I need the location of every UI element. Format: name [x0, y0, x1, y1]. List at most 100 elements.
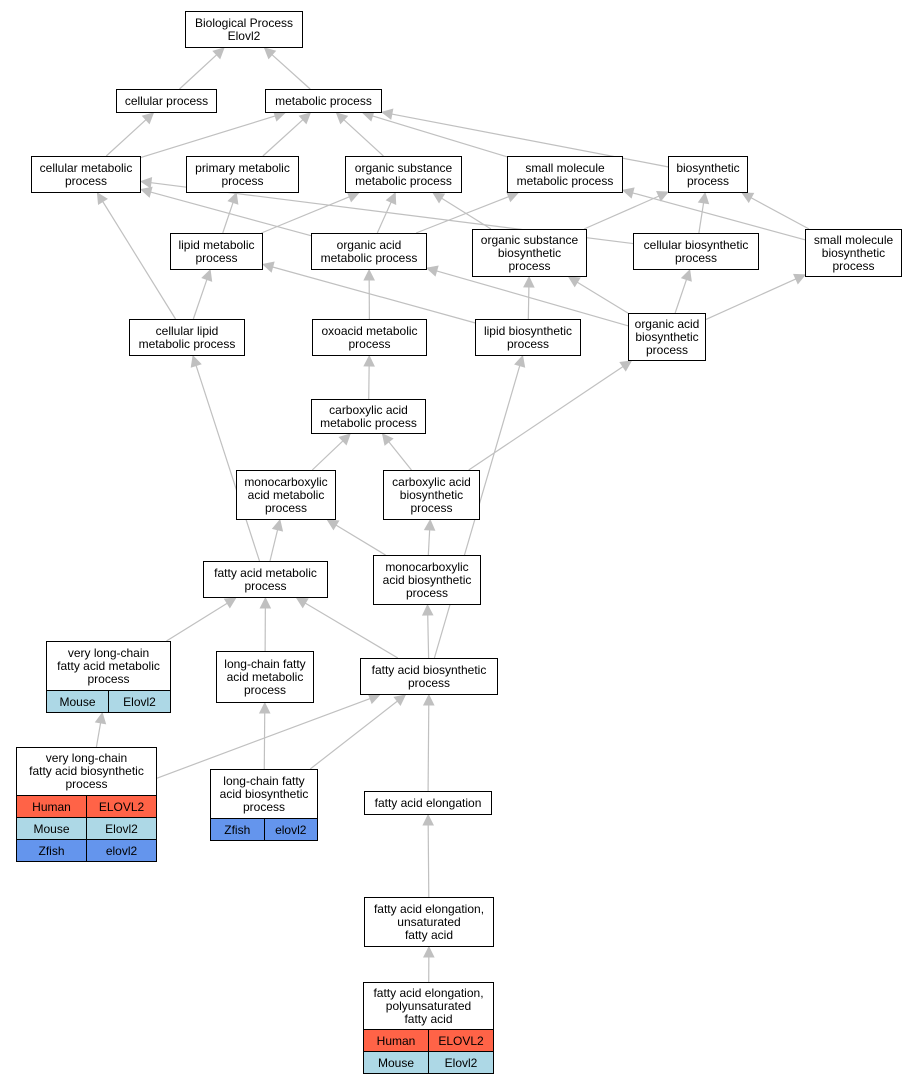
edge-cp-to-bp [179, 54, 218, 90]
node-label: organic acid metabolic process [320, 237, 418, 265]
arrowhead-fabp-to-lbp [514, 354, 526, 368]
node-cellular-process[interactable]: cellular process [116, 89, 217, 113]
edge-smbp-to-bio [750, 197, 810, 230]
node-label: organic substance metabolic process [354, 160, 453, 188]
node-biological-process[interactable]: Biological Process Elovl2 [185, 11, 303, 48]
edge-lmp-to-osmp [261, 196, 350, 234]
node-oxoacid-metabolic-process[interactable]: oxoacid metabolic process [312, 319, 427, 356]
gene-row-human: Human ELOVL2 [17, 795, 156, 817]
arrowhead-bio-to-mp [380, 108, 394, 120]
arrowhead-lbp-to-lmp [261, 261, 275, 273]
edge-mcbp-to-mcmp [335, 524, 386, 556]
gene-row-mouse: Mouse Elovl2 [364, 1051, 493, 1073]
node-label: biosynthetic process [676, 160, 740, 188]
arrowhead-pmp-to-mp [298, 112, 312, 125]
edge-osbp-to-osmp [441, 197, 492, 230]
edge-cabp-to-oabp [468, 366, 624, 471]
edge-lbp-to-osbp [527, 286, 530, 320]
arrowhead-vlcfabp-to-fabp [367, 693, 381, 705]
gene-label: ELOVL2 [86, 796, 156, 817]
node-label: long-chain fatty acid metabolic process [224, 656, 306, 697]
node-label: fatty acid elongation, unsaturated fatty… [373, 901, 485, 942]
edge-vlcfamp-to-famp [166, 602, 228, 642]
node-cellular-lipid-metabolic-process[interactable]: cellular lipid metabolic process [129, 319, 245, 356]
edge-faeu-to-fae [427, 824, 430, 898]
edge-fae-to-fabp [427, 704, 430, 792]
node-cellular-biosynthetic-process[interactable]: cellular biosynthetic process [633, 233, 759, 270]
edge-oamp-to-smmp [415, 196, 509, 234]
node-carboxylic-acid-metabolic-process[interactable]: carboxylic acid metabolic process [311, 399, 426, 434]
arrowhead-oabp-to-smbp [793, 273, 807, 285]
node-small-molecule-metabolic-process[interactable]: small molecule metabolic process [507, 156, 623, 193]
node-fatty-acid-metabolic-process[interactable]: fatty acid metabolic process [203, 561, 328, 598]
arrowhead-clmp-to-lmp [201, 268, 213, 282]
arrowhead-mcbp-to-mcmp [326, 519, 340, 531]
species-label: Zfish [38, 843, 65, 858]
node-organic-acid-metabolic-process[interactable]: organic acid metabolic process [311, 233, 427, 270]
node-fatty-acid-elongation-polyunsaturated[interactable]: fatty acid elongation, polyunsaturated f… [363, 982, 494, 1074]
arrowhead-oamp-to-osmp [385, 191, 397, 205]
edge-famp-to-clmp [195, 365, 261, 562]
node-organic-acid-biosynthetic-process[interactable]: organic acid biosynthetic process [628, 313, 706, 361]
node-biosynthetic-process[interactable]: biosynthetic process [668, 156, 748, 193]
node-fatty-acid-elongation[interactable]: fatty acid elongation [364, 791, 492, 815]
node-label: monocarboxylic acid metabolic process [244, 474, 328, 515]
node-monocarboxylic-acid-metabolic-process[interactable]: monocarboxylic acid metabolic process [236, 470, 336, 520]
arrowhead-oabp-to-osbp [567, 276, 581, 288]
node-label: organic acid biosynthetic process [634, 316, 700, 357]
node-label: small molecule metabolic process [516, 160, 614, 188]
node-fatty-acid-biosynthetic-process[interactable]: fatty acid biosynthetic process [360, 658, 498, 695]
node-organic-substance-biosynthetic-process[interactable]: organic substance biosynthetic process [472, 229, 587, 277]
node-small-molecule-biosynthetic-process[interactable]: small molecule biosynthetic process [805, 229, 902, 277]
gene-row-zfish: Zfish elovl2 [17, 839, 156, 861]
edge-cmp-to-mp [140, 115, 276, 159]
gene-label: Elovl2 [428, 1052, 493, 1073]
arrowhead-vlcfamp-to-famp [223, 597, 237, 609]
node-label: very long-chain fatty acid metabolic pro… [57, 645, 160, 686]
node-label: cellular metabolic process [39, 160, 133, 188]
node-long-chain-fatty-acid-metabolic-process[interactable]: long-chain fatty acid metabolic process [216, 651, 314, 703]
edge-famp-to-mcmp [269, 529, 279, 562]
node-fatty-acid-elongation-unsaturated[interactable]: fatty acid elongation, unsaturated fatty… [364, 897, 494, 947]
node-monocarboxylic-acid-biosynthetic-process[interactable]: monocarboxylic acid biosynthetic process [373, 555, 481, 605]
node-label: fatty acid elongation, polyunsaturated f… [373, 985, 484, 1026]
node-label: oxoacid metabolic process [321, 323, 418, 351]
arrowhead-camp-to-oxmp [363, 354, 375, 367]
node-metabolic-process[interactable]: metabolic process [265, 89, 382, 113]
species-label: Human [32, 799, 71, 814]
node-label: small molecule biosynthetic process [813, 232, 894, 273]
gene-row-mouse: Mouse Elovl2 [17, 817, 156, 839]
node-label: cellular lipid metabolic process [138, 323, 236, 351]
arrowhead-famp-to-mcmp [271, 518, 284, 532]
arrowhead-famp-to-clmp [190, 354, 202, 368]
arrowhead-cabp-to-camp [381, 433, 394, 446]
edge-oabp-to-oamp [436, 270, 629, 327]
arrowhead-lcfamp-to-famp [259, 596, 272, 609]
arrowhead-cp-to-bp [212, 47, 225, 60]
node-carboxylic-acid-biosynthetic-process[interactable]: carboxylic acid biosynthetic process [383, 470, 480, 520]
gene-label: Elovl2 [86, 818, 156, 839]
node-label: very long-chain fatty acid biosynthetic … [29, 751, 144, 791]
arrowhead-cmp-to-cp [141, 112, 155, 125]
gene-label: ELOVL2 [428, 1030, 493, 1051]
node-label: metabolic process [275, 93, 372, 108]
edge-cabp-to-camp [388, 441, 412, 471]
arrowhead-fabp-to-famp [295, 597, 309, 609]
species-label: Mouse [377, 1055, 415, 1070]
edge-clmp-to-cmp [102, 201, 177, 320]
node-organic-substance-metabolic-process[interactable]: organic substance metabolic process [345, 156, 462, 193]
edge-mcmp-to-camp [311, 440, 344, 471]
arrowhead-faep-to-faeu [423, 945, 435, 958]
node-lipid-metabolic-process[interactable]: lipid metabolic process [170, 233, 263, 270]
node-very-long-chain-fatty-acid-metabolic-process[interactable]: very long-chain fatty acid metabolic pro… [46, 641, 171, 713]
edge-mcbp-to-cabp [427, 529, 431, 556]
node-very-long-chain-fatty-acid-biosynthetic-process[interactable]: very long-chain fatty acid biosynthetic … [16, 747, 157, 862]
edge-smbp-to-smmp [632, 192, 806, 241]
node-lipid-biosynthetic-process[interactable]: lipid biosynthetic process [475, 319, 581, 356]
edge-vlcfabp-to-fabp [156, 697, 371, 779]
node-primary-metabolic-process[interactable]: primary metabolic process [186, 156, 299, 193]
arrowhead-osmp-to-mp [335, 112, 349, 125]
node-long-chain-fatty-acid-biosynthetic-process[interactable]: long-chain fatty acid biosynthetic proce… [210, 769, 318, 841]
node-label: lipid biosynthetic process [483, 323, 573, 351]
node-cellular-metabolic-process[interactable]: cellular metabolic process [31, 156, 141, 193]
